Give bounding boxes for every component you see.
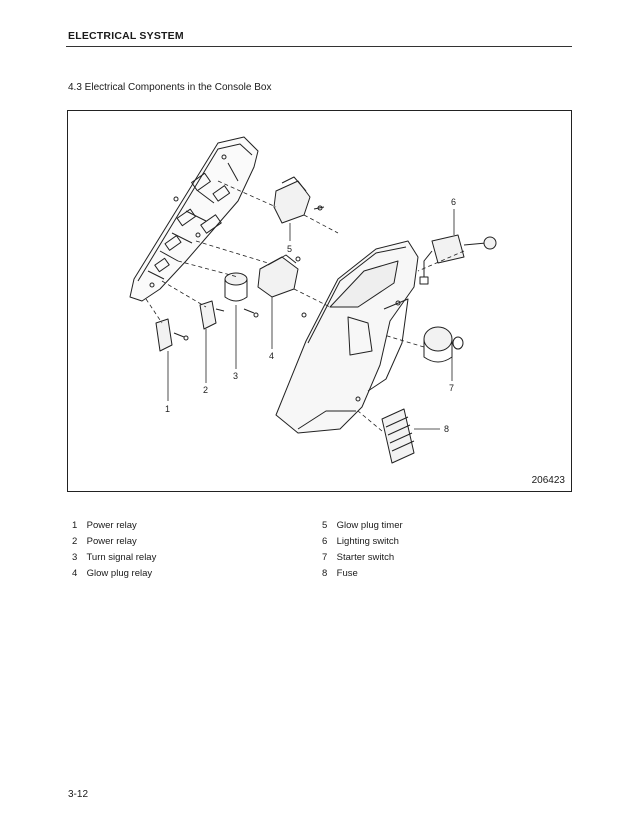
legend-label: Glow plug timer [336,520,403,531]
legend-item-1: 1 Power relay [72,520,137,531]
callout-6: 6 [451,197,456,207]
legend-num: 3 [72,552,78,563]
legend-num: 1 [72,520,78,531]
assembly-lines [145,180,465,432]
header-rule [66,46,572,47]
starter-switch-part [423,326,464,363]
glow-plug-timer-part [273,176,325,224]
legend-item-6: 6 Lighting switch [322,536,399,547]
legend-label: Power relay [86,520,137,531]
legend-item-7: 7 Starter switch [322,552,394,563]
legend-label: Glow plug relay [86,568,153,579]
mounting-plate [129,136,259,302]
running-header: ELECTRICAL SYSTEM [68,30,184,42]
section-title: 4.3 Electrical Components in the Console… [68,82,272,93]
legend-item-3: 3 Turn signal relay [72,552,156,563]
console-box-body [275,240,419,434]
legend-item-8: 8 Fuse [322,568,358,579]
legend-label: Starter switch [336,552,395,563]
callout-5: 5 [287,244,292,254]
figure-number: 206423 [531,475,565,486]
power-relay-2-part [199,300,225,330]
legend-num: 5 [322,520,328,531]
legend-label: Fuse [336,568,358,579]
legend-item-5: 5 Glow plug timer [322,520,403,531]
power-relay-1-part [155,318,189,352]
legend-label: Power relay [86,536,137,547]
page-number: 3-12 [68,789,89,800]
console-box-illustration: 1 2 3 4 5 6 7 8 [129,136,497,464]
callout-leaders [167,209,455,430]
legend-num: 6 [322,536,328,547]
callout-7: 7 [449,383,454,393]
fuse-block-part [381,408,415,464]
callout-3: 3 [233,371,238,381]
legend-num: 8 [322,568,328,579]
exploded-view-figure: 1 2 3 4 5 6 7 8 206423 [67,110,572,492]
callout-4: 4 [269,351,274,361]
lighting-switch-part [419,234,497,285]
legend-label: Turn signal relay [86,552,157,563]
legend-num: 4 [72,568,78,579]
legend-item-4: 4 Glow plug relay [72,568,152,579]
legend-num: 2 [72,536,78,547]
glow-plug-relay-part [257,254,301,298]
turn-signal-relay-part [224,272,259,318]
legend-label: Lighting switch [336,536,399,547]
legend-item-2: 2 Power relay [72,536,137,547]
legend-num: 7 [322,552,328,563]
callout-1: 1 [165,404,170,414]
callout-labels: 1 2 3 4 5 6 7 8 [165,197,456,434]
callout-2: 2 [203,385,208,395]
callout-8: 8 [444,424,449,434]
